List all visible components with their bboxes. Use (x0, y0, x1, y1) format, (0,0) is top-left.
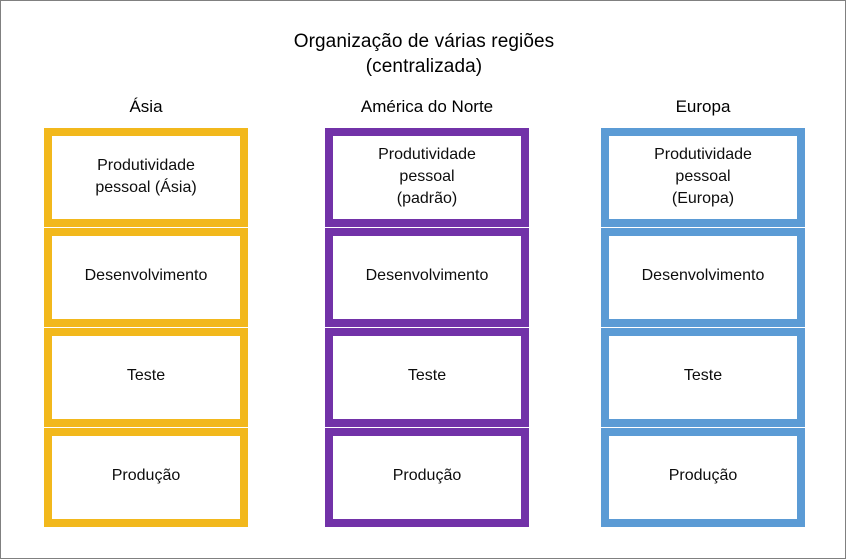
diagram-title: Organização de várias regiões (centraliz… (1, 29, 845, 79)
stage-box-asia-development[interactable]: Desenvolvimento (44, 228, 248, 327)
diagram-title-line-2: (centralizada) (365, 56, 483, 77)
stage-label-asia-production: Produção (111, 466, 181, 484)
region-column-europe: Europa Produtividade pessoal (Europa) De… (601, 96, 805, 527)
stage-label-line: (padrão) (396, 189, 458, 207)
stage-label-north-america-development: Desenvolvimento (365, 266, 489, 284)
stage-box-north-america-productivity[interactable]: Produtividade pessoal (padrão) (325, 128, 529, 227)
stage-box-europe-development[interactable]: Desenvolvimento (601, 228, 805, 327)
region-column-north-america: América do Norte Produtividade pessoal (… (325, 96, 529, 527)
stage-label-asia-productivity: Produtividade pessoal (Ásia) (87, 155, 204, 199)
stage-box-north-america-test[interactable]: Teste (325, 328, 529, 427)
stage-label-europe-development: Desenvolvimento (641, 266, 765, 284)
column-header-north-america: América do Norte (360, 97, 494, 116)
stage-label-line: pessoal (Ásia) (95, 178, 197, 196)
stage-stack-asia: Produtividade pessoal (Ásia) Desenvolvim… (44, 128, 248, 527)
column-header-asia: Ásia (129, 97, 163, 116)
column-header-europe: Europa (675, 97, 731, 116)
stage-box-north-america-development[interactable]: Desenvolvimento (325, 228, 529, 327)
stage-label-europe-productivity: Produtividade pessoal (Europa) (646, 144, 760, 210)
stage-label-north-america-productivity: Produtividade pessoal (padrão) (370, 144, 484, 210)
stage-box-asia-productivity[interactable]: Produtividade pessoal (Ásia) (44, 128, 248, 227)
stage-label-asia-test: Teste (126, 366, 166, 384)
stage-label-asia-development: Desenvolvimento (84, 266, 208, 284)
diagram-title-line-1: Organização de várias regiões (293, 31, 555, 52)
stage-box-europe-test[interactable]: Teste (601, 328, 805, 427)
stage-label-line: pessoal (399, 167, 455, 185)
stage-box-europe-production[interactable]: Produção (601, 428, 805, 527)
stage-label-line: Produtividade (97, 156, 195, 174)
region-columns: Ásia Produtividade pessoal (Ásia) Desenv… (1, 96, 845, 536)
stage-box-north-america-production[interactable]: Produção (325, 428, 529, 527)
stage-label-europe-test: Teste (683, 366, 723, 384)
stage-label-europe-production: Produção (668, 466, 738, 484)
stage-label-line: pessoal (675, 167, 731, 185)
stage-label-north-america-test: Teste (407, 366, 447, 384)
stage-label-line: Produtividade (378, 145, 476, 163)
stage-box-asia-test[interactable]: Teste (44, 328, 248, 427)
stage-label-line: Produtividade (654, 145, 752, 163)
stage-stack-north-america: Produtividade pessoal (padrão) Desenvolv… (325, 128, 529, 527)
stage-label-line: (Europa) (671, 189, 735, 207)
stage-box-asia-production[interactable]: Produção (44, 428, 248, 527)
stage-stack-europe: Produtividade pessoal (Europa) Desenvolv… (601, 128, 805, 527)
stage-box-europe-productivity[interactable]: Produtividade pessoal (Europa) (601, 128, 805, 227)
region-column-asia: Ásia Produtividade pessoal (Ásia) Desenv… (44, 96, 248, 527)
stage-label-north-america-production: Produção (392, 466, 462, 484)
